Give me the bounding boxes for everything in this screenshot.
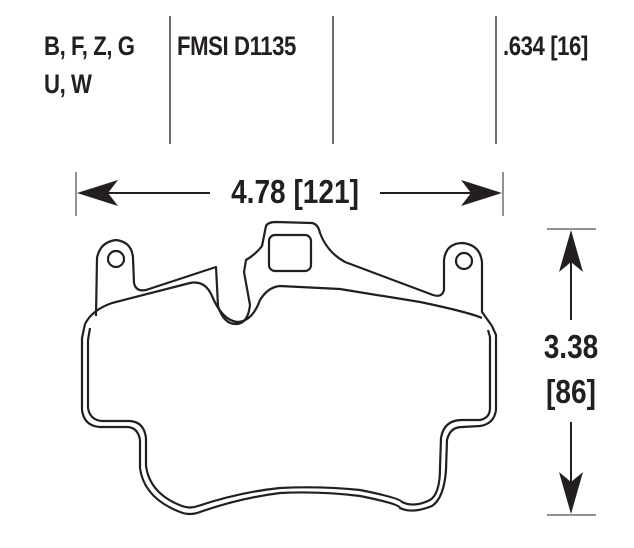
left-mounting-hole [106,249,126,269]
friction-pad-inner [86,327,492,509]
height-dimension-label-inches: 3.38 [536,328,606,366]
width-dimension-arrow [75,172,504,216]
pad-thickness: .634 [16] [503,31,588,61]
compound-codes-line1: B, F, Z, G [44,31,135,61]
fmsi-number: FMSI D1135 [177,31,296,61]
right-mounting-hole [454,251,474,271]
width-dimension-label: 4.78 [121] [218,173,372,211]
header-divider-2 [332,16,334,144]
wear-sensor-slot [267,233,313,273]
header-divider-3 [495,16,497,144]
backing-plate-lower-edge [84,281,483,325]
height-dimension-arrow [547,228,596,516]
backing-plate-outline [94,220,493,327]
friction-pad-outer [80,323,498,516]
header-divider-1 [169,16,171,144]
compound-codes-line2: U, W [44,69,92,99]
height-dimension-label-mm: [86] [536,373,606,411]
